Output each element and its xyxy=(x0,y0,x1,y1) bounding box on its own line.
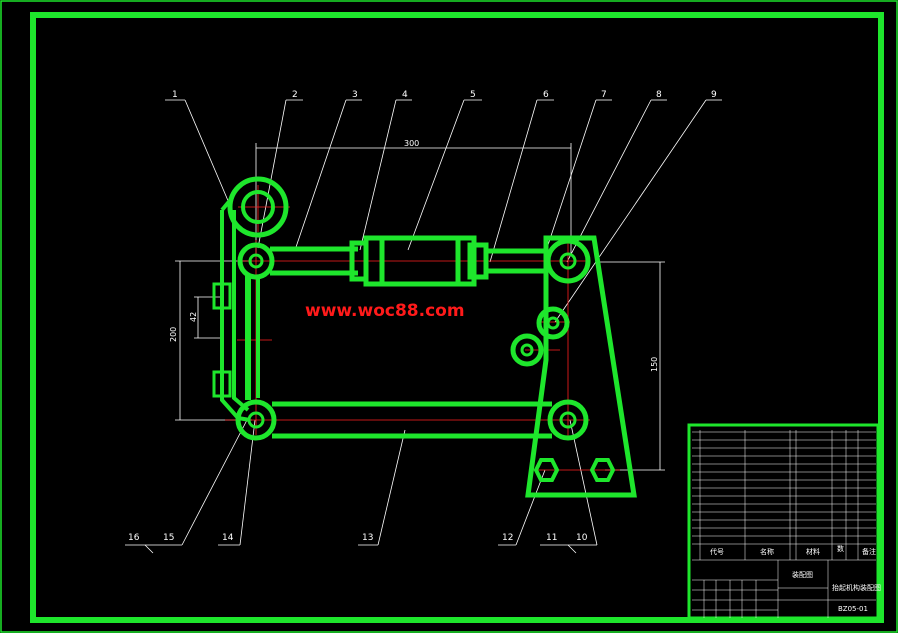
part-number-labels: 1 2 3 4 5 6 7 8 9 10 11 12 13 14 15 16 xyxy=(128,90,717,543)
sheet-title: 装配图 xyxy=(792,570,813,579)
part-number: 8 xyxy=(656,90,662,100)
title-block: 代号 名称 材料 数 备注 装配图 抬起机构装配图 BZ05-01 xyxy=(687,423,881,620)
header-name: 名称 xyxy=(760,547,774,556)
part-number: 9 xyxy=(711,90,717,100)
part-number: 10 xyxy=(576,533,588,543)
drawing-frame xyxy=(30,12,884,623)
drawing-number: BZ05-01 xyxy=(838,605,868,613)
part-number: 1 xyxy=(172,90,178,100)
dimension-42: 42 xyxy=(189,312,198,322)
part-number: 12 xyxy=(502,533,513,543)
header-qty: 数 xyxy=(837,544,844,553)
part-number: 11 xyxy=(546,533,557,543)
part-number: 5 xyxy=(470,90,476,100)
part-number: 16 xyxy=(128,533,140,543)
drawing-name: 抬起机构装配图 xyxy=(832,583,881,592)
part-number: 13 xyxy=(362,533,373,543)
center-lines xyxy=(225,185,620,471)
part-number: 15 xyxy=(163,533,174,543)
mechanism xyxy=(212,176,637,498)
dimension-150: 150 xyxy=(650,357,659,372)
part-number: 4 xyxy=(402,90,408,100)
dimension-300: 300 xyxy=(404,139,419,148)
leader-lines xyxy=(125,99,722,554)
part-number: 6 xyxy=(543,90,549,100)
part-number: 7 xyxy=(601,90,607,100)
watermark-text: www.woc88.com xyxy=(305,301,465,321)
part-number: 14 xyxy=(222,533,234,543)
part-number: 3 xyxy=(352,90,358,100)
header-code: 代号 xyxy=(710,547,724,556)
dimension-200: 200 xyxy=(169,327,178,342)
header-remark: 备注 xyxy=(862,547,876,556)
header-material: 材料 xyxy=(806,547,820,556)
part-number: 2 xyxy=(292,90,298,100)
